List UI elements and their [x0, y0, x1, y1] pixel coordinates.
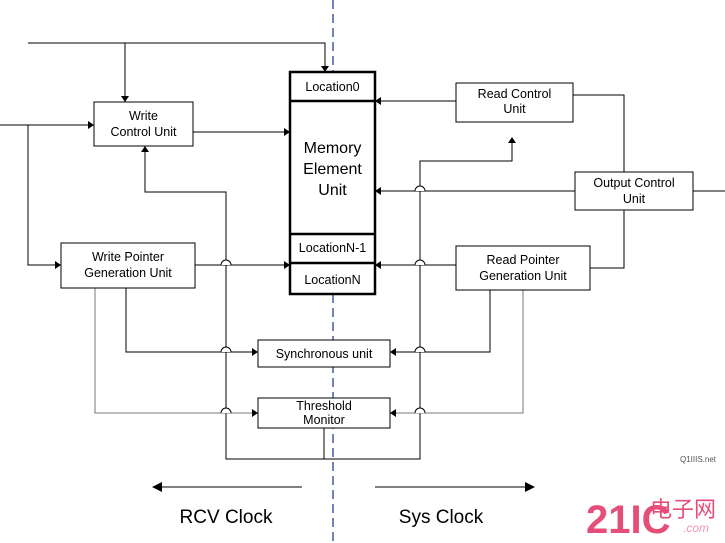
read-control-unit: Read Control Unit	[455, 82, 574, 123]
sys-clock-arrow	[375, 482, 535, 492]
write-control-line2: Control Unit	[111, 125, 178, 139]
location-n-1-label: LocationN-1	[299, 241, 366, 255]
output-control-line2: Unit	[623, 192, 646, 206]
memory-title-line2: Element	[303, 161, 362, 178]
synchronous-unit: Synchronous unit	[257, 339, 391, 368]
watermark-site: Q1IIIS.net	[680, 455, 717, 464]
threshold-line2: Monitor	[303, 413, 345, 427]
rcv-clock-arrow	[152, 482, 302, 492]
synchronous-label: Synchronous unit	[276, 347, 373, 361]
write-pointer-line1: Write Pointer	[92, 250, 164, 264]
left-wiring	[0, 42, 333, 460]
write-control-unit: Write Control Unit	[93, 101, 194, 147]
read-control-line1: Read Control	[478, 87, 552, 101]
sys-clock-label: Sys Clock	[399, 507, 484, 528]
rcv-clock-label: RCV Clock	[180, 507, 273, 528]
memory-title-line3: Unit	[318, 182, 347, 199]
location0-label: Location0	[305, 80, 359, 94]
watermark-brand: 21IC	[586, 498, 671, 542]
read-control-line2: Unit	[503, 102, 526, 116]
read-pointer-line2: Generation Unit	[479, 269, 567, 283]
threshold-monitor: Threshold Monitor	[257, 397, 391, 429]
right-wiring	[323, 94, 725, 460]
location-n-label: LocationN	[304, 273, 360, 287]
threshold-line1: Threshold	[296, 399, 352, 413]
read-pointer-line1: Read Pointer	[487, 253, 560, 267]
memory-title-line1: Memory	[304, 140, 362, 157]
write-pointer-generation-unit: Write Pointer Generation Unit	[60, 242, 196, 289]
memory-element-unit: Location0 Memory Element Unit LocationN-…	[288, 70, 377, 296]
write-control-line1: Write	[129, 109, 158, 123]
watermark-domain: .com	[683, 521, 709, 535]
read-pointer-generation-unit: Read Pointer Generation Unit	[455, 245, 591, 291]
write-pointer-line2: Generation Unit	[84, 266, 172, 280]
watermark-logo: 21IC 电子网 .com Q1IIIS.net	[586, 455, 717, 542]
output-control-line1: Output Control	[593, 176, 674, 190]
output-control-unit: Output Control Unit	[574, 171, 694, 211]
watermark-chinese: 电子网	[650, 498, 716, 523]
